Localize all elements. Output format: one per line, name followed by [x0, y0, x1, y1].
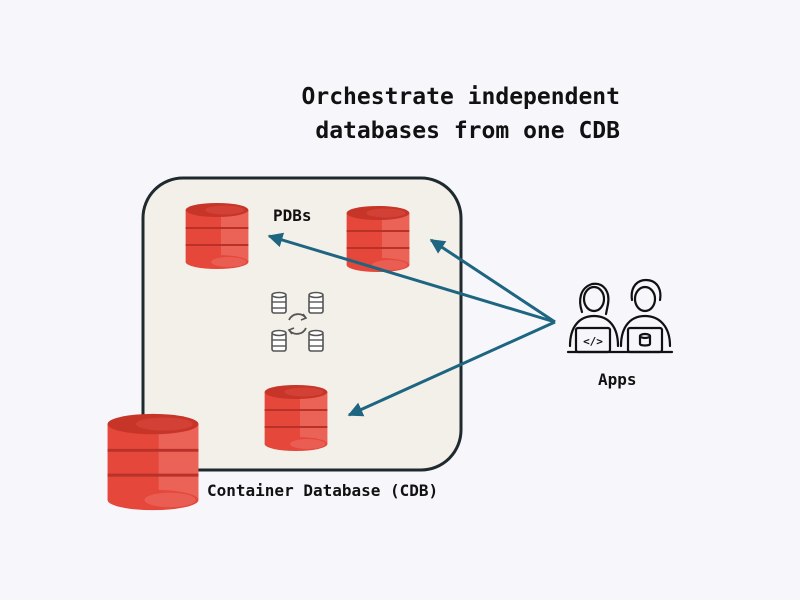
title-line-2: databases from one CDB — [315, 118, 620, 144]
arrow-to-pdb-2 — [429, 238, 556, 324]
pdb-database-icon-1 — [184, 202, 250, 270]
arrow-to-pdb-3 — [347, 320, 556, 417]
developers-icon: </> — [566, 278, 674, 354]
connection-arrows — [267, 232, 556, 417]
apps-label: Apps — [598, 370, 637, 389]
title-line-1: Orchestrate independent — [301, 84, 621, 110]
cdb-database-icon — [106, 412, 200, 512]
page-title: Orchestrate independent databases from o… — [200, 80, 621, 148]
pdb-database-icon-3 — [263, 384, 329, 452]
pdbs-label: PDBs — [273, 206, 312, 225]
database-sync-icon — [271, 291, 324, 352]
arrow-to-pdb-1 — [267, 232, 556, 324]
cdb-label: Container Database (CDB) — [207, 481, 439, 500]
svg-text:</>: </> — [583, 335, 603, 348]
